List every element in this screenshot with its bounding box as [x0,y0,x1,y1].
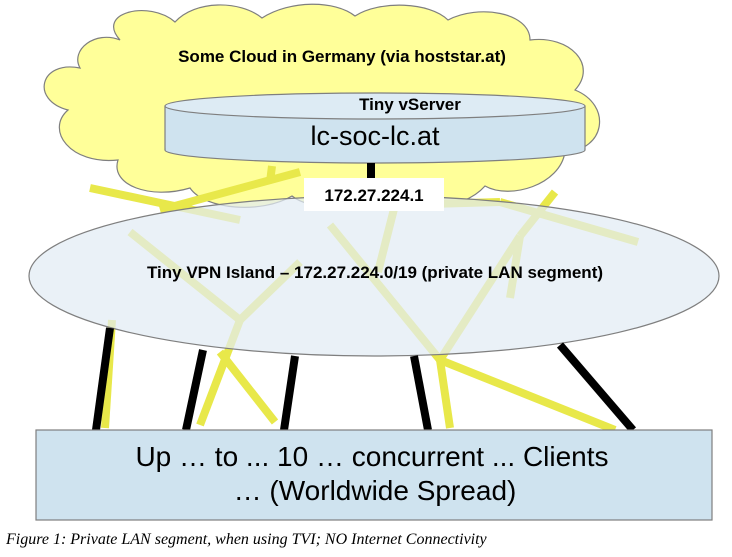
clients-line-1: Up … to ... 10 … concurrent ... Clients [135,441,608,472]
clients-box [35,429,713,521]
vserver-cylinder [164,92,586,164]
yellow-link [158,168,302,214]
black-links [92,163,637,433]
figure-caption: Figure 1: Private LAN segment, when usin… [6,531,487,548]
black-link [280,355,299,431]
black-link [92,327,114,431]
gateway-ip-box [304,178,444,211]
yellow-link [436,359,454,429]
gateway-ip: 172.27.224.1 [324,186,423,205]
yellow-link [216,349,279,425]
black-link [410,355,432,431]
yellow-link [438,356,617,434]
server-label: Tiny vServer [359,95,461,114]
vpn-label: Tiny VPN Island – 172.27.224.0/19 (priva… [147,263,603,282]
clients-line-2: … (Worldwide Spread) [234,475,517,506]
server-hostname: lc-soc-lc.at [310,121,440,151]
black-link [556,342,637,433]
black-link [182,349,207,431]
cloud-label: Some Cloud in Germany (via hoststar.at) [178,47,506,66]
